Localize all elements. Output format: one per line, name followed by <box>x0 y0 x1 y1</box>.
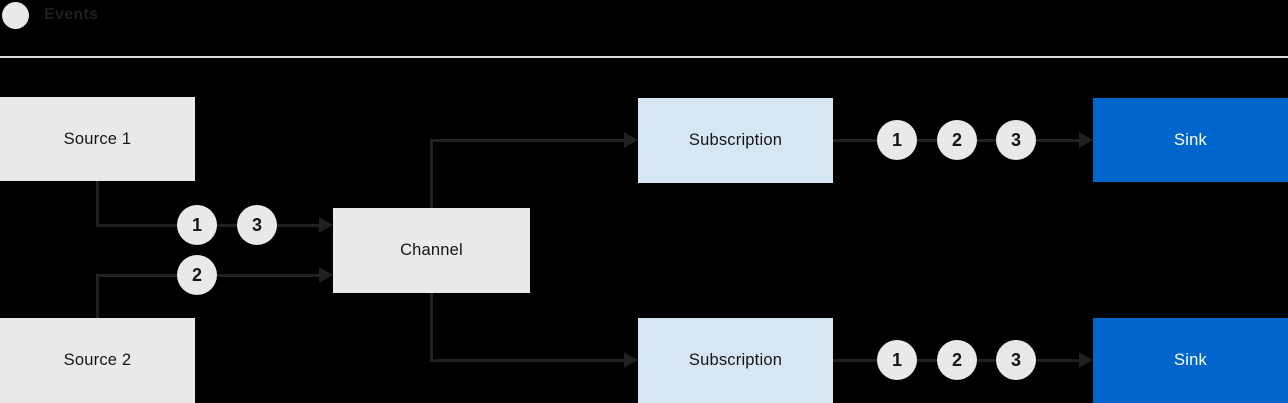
subscription-top-node: Subscription <box>638 98 833 183</box>
sink-top-node: Sink <box>1093 98 1288 182</box>
event-circle-top-3: 3 <box>996 120 1036 160</box>
event-number: 3 <box>251 214 262 235</box>
channel-to-top-subscription-arrow-icon <box>624 132 638 148</box>
legend-divider <box>0 56 1288 58</box>
event-circle-top-1: 1 <box>877 120 917 160</box>
source2-to-channel-arrow-icon <box>319 267 333 283</box>
event-circle-source2-2: 2 <box>177 255 217 295</box>
sink-bottom-label: Sink <box>1174 351 1207 369</box>
event-number: 3 <box>1010 129 1021 150</box>
sink-top-label: Sink <box>1174 130 1207 149</box>
event-circle-source1-3: 3 <box>237 205 277 245</box>
top-subscription-to-sink-arrow-icon <box>1079 132 1093 148</box>
event-number: 1 <box>891 349 902 370</box>
event-number: 2 <box>191 264 202 285</box>
channel-top-connector-horizontal <box>430 139 624 142</box>
event-number: 2 <box>951 129 962 150</box>
sink-bottom-node: Sink <box>1093 318 1288 403</box>
source1-to-channel-arrow-icon <box>319 217 333 233</box>
source2-connector-vertical <box>96 274 99 318</box>
source1-connector-vertical <box>96 181 99 227</box>
events-legend-label: Events <box>44 6 99 23</box>
bottom-subscription-to-sink-arrow-icon <box>1079 352 1093 368</box>
event-circle-source1-1: 1 <box>177 205 217 245</box>
event-circle-bottom-1: 1 <box>877 340 917 380</box>
event-number: 3 <box>1010 349 1021 370</box>
channel-bottom-connector-horizontal <box>430 359 624 362</box>
source2-node: Source 2 <box>0 318 195 403</box>
event-circle-top-2: 2 <box>937 120 977 160</box>
source2-label: Source 2 <box>63 351 132 369</box>
channel-down-connector-vertical <box>430 293 433 362</box>
event-number: 1 <box>191 214 202 235</box>
events-legend-circle-icon <box>2 2 29 29</box>
channel-up-connector-vertical <box>430 139 433 208</box>
event-circle-bottom-3: 3 <box>996 340 1036 380</box>
channel-node: Channel <box>333 208 530 293</box>
subscription-bottom-label: Subscription <box>688 351 783 369</box>
channel-label: Channel <box>400 241 463 259</box>
event-circle-bottom-2: 2 <box>937 340 977 380</box>
event-number: 1 <box>891 129 902 150</box>
subscription-bottom-node: Subscription <box>638 318 833 403</box>
subscription-top-label: Subscription <box>688 131 783 149</box>
source1-label: Source 1 <box>63 129 132 148</box>
event-number: 2 <box>951 349 962 370</box>
channel-to-bottom-subscription-arrow-icon <box>624 352 638 368</box>
source1-node: Source 1 <box>0 97 195 181</box>
